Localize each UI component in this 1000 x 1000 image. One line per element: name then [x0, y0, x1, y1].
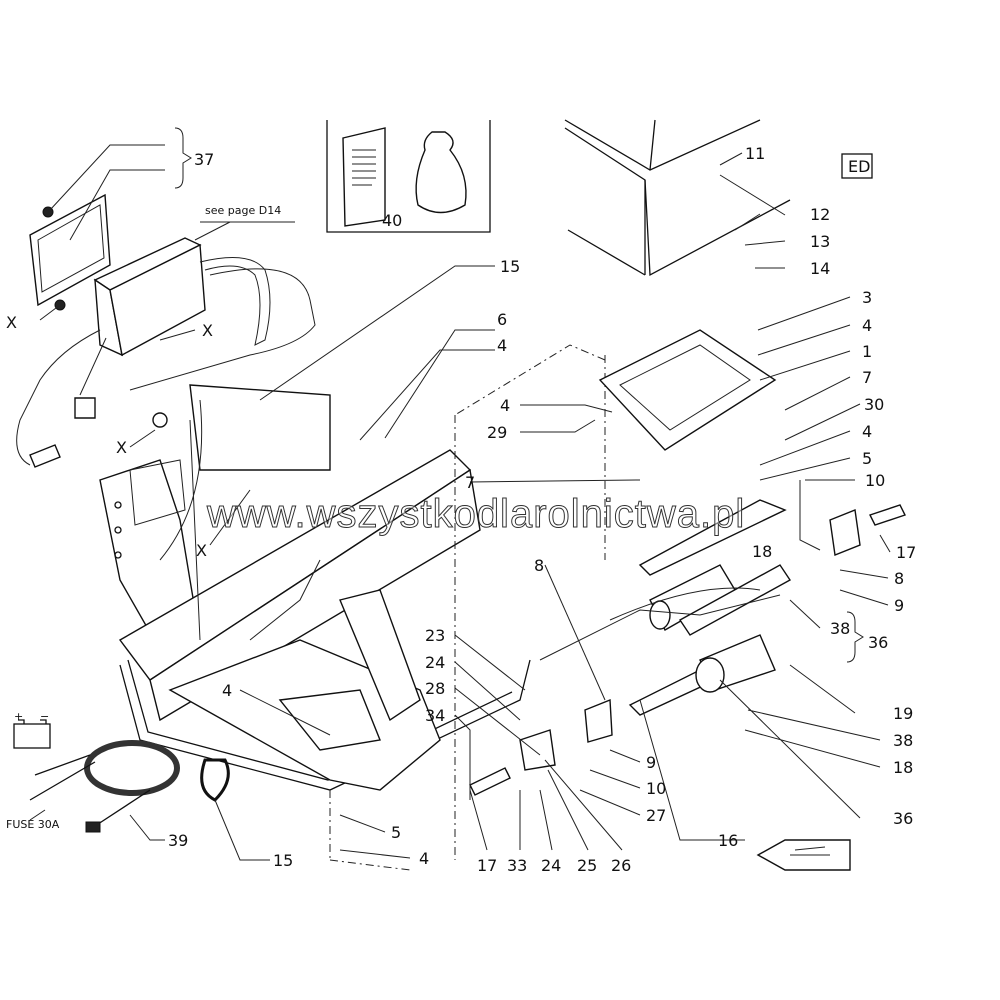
- connection-marker: X: [6, 313, 17, 332]
- callout: 29: [487, 423, 507, 442]
- callout: 1: [862, 342, 872, 361]
- callout: 34: [425, 706, 445, 725]
- callout: 4: [497, 336, 507, 355]
- callout: 12: [810, 205, 830, 224]
- inset-documents-bag: [326, 120, 491, 233]
- callout: 15: [500, 257, 520, 276]
- actuator-assembly: [469, 504, 906, 796]
- callout: 36: [893, 809, 913, 828]
- cable-coil: [29, 740, 230, 833]
- reference-note: see page D14: [205, 204, 281, 217]
- callout: 10: [865, 471, 885, 490]
- callout: 15: [273, 851, 293, 870]
- battery-plus: +: [14, 710, 23, 723]
- callout: 39: [168, 831, 188, 850]
- callout: 17: [477, 856, 497, 875]
- callout: 8: [894, 569, 904, 588]
- callout: 30: [864, 395, 884, 414]
- callout: 4: [419, 849, 429, 868]
- callout: 3: [862, 288, 872, 307]
- callout: 4: [222, 681, 232, 700]
- callout: 24: [425, 653, 445, 672]
- callout: 6: [497, 310, 507, 329]
- callout: 7: [862, 368, 872, 387]
- callout: 10: [646, 779, 666, 798]
- callout: 16: [718, 831, 738, 850]
- callout: 38: [893, 731, 913, 750]
- callout: 4: [500, 396, 510, 415]
- callout: 28: [425, 679, 445, 698]
- battery-symbol: + −: [13, 710, 51, 749]
- callout: 4: [862, 422, 872, 441]
- callout: 19: [893, 704, 913, 723]
- callout: 14: [810, 259, 830, 278]
- callout: 36: [868, 633, 888, 652]
- callout: 4: [862, 316, 872, 335]
- callout: 33: [507, 856, 527, 875]
- callout: 38: [830, 619, 850, 638]
- section-code-box: [841, 153, 873, 179]
- callout: 24: [541, 856, 561, 875]
- callout: 18: [752, 542, 772, 561]
- callout: 9: [646, 753, 656, 772]
- callout: 25: [577, 856, 597, 875]
- callout: 17: [896, 543, 916, 562]
- callout: 11: [745, 144, 765, 163]
- callout: 40: [382, 211, 402, 230]
- callout: 37: [194, 150, 214, 169]
- mounting-plate: [598, 329, 787, 576]
- main-frame: [99, 344, 606, 871]
- hopper-corner: [564, 119, 791, 277]
- part-callouts: 37 40 11 12 13 14 15 3 6 4 4 1 7 4 29 30…: [168, 144, 916, 875]
- connection-marker: X: [202, 321, 213, 340]
- leader-lines: [29, 127, 891, 861]
- callout: 13: [810, 232, 830, 251]
- callout: 27: [646, 806, 666, 825]
- callout: 7: [465, 473, 475, 492]
- connection-marker: X: [116, 438, 127, 457]
- callout: 5: [391, 823, 401, 842]
- callout: 5: [862, 449, 872, 468]
- callout: 18: [893, 758, 913, 777]
- callout: 8: [534, 556, 544, 575]
- section-code: ED: [848, 157, 870, 176]
- callout: 26: [611, 856, 631, 875]
- connection-marker: X: [196, 541, 207, 560]
- watermark: www.wszystkodlarolnictwa.pl: [206, 492, 745, 536]
- callout: 9: [894, 596, 904, 615]
- battery-minus: −: [40, 710, 49, 723]
- fuse-label: FUSE 30A: [6, 818, 60, 831]
- callout: 23: [425, 626, 445, 645]
